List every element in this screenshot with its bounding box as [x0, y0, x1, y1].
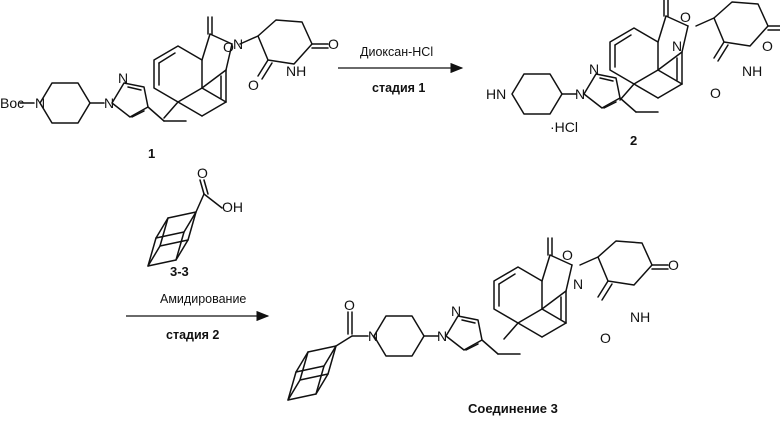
- atom-n-lactam: N: [573, 276, 583, 292]
- atom-nh-imide: NH: [742, 63, 762, 79]
- atom-n-pyrazole-1: N: [575, 86, 585, 102]
- step-1: Диоксан-HCl стадия 1: [338, 45, 462, 95]
- atom-nh-imide: NH: [630, 309, 650, 325]
- step-2-stage: стадия 2: [166, 328, 219, 342]
- atom-n-pyrazole-2: N: [451, 303, 461, 319]
- atom-hn-piperidine: HN: [486, 86, 506, 102]
- atom-nh-imide: NH: [286, 63, 306, 79]
- atom-n-piperidine: N: [368, 328, 378, 344]
- atom-o-amide: O: [344, 297, 355, 313]
- step-2-reagent: Амидирование: [160, 292, 246, 306]
- compound-1: Boc N N N O N O NH O 1: [0, 17, 339, 161]
- atom-o-imide-2: O: [600, 330, 611, 346]
- atom-o-imide-1: O: [668, 257, 679, 273]
- atom-o-imide-1: O: [762, 38, 773, 54]
- atom-n-lactam: N: [672, 38, 682, 54]
- compound-2: HN ·HCl N N O N O NH O 2: [486, 0, 780, 148]
- atom-n-piperidine: N: [35, 95, 45, 111]
- step-2: Амидирование стадия 2: [126, 292, 268, 342]
- compound-3-3-number: 3-3: [170, 264, 189, 279]
- atom-o-lactam: O: [680, 9, 691, 25]
- boc-label: Boc: [0, 95, 24, 111]
- atom-n-pyrazole-2: N: [589, 61, 599, 77]
- reagent-3-3: O OH 3-3: [148, 165, 243, 279]
- hcl-salt-label: ·HCl: [550, 119, 578, 135]
- compound-3-caption: Соединение 3: [468, 401, 558, 416]
- atom-o-carbonyl: O: [197, 165, 208, 181]
- compound-2-number: 2: [630, 133, 637, 148]
- atom-n-pyrazole-2: N: [118, 70, 128, 86]
- atom-n-pyrazole-1: N: [104, 95, 114, 111]
- compound-3: O N N N O N O NH O Соединение 3: [288, 238, 679, 416]
- atom-n-lactam: N: [233, 36, 243, 52]
- atom-o-imide-1: O: [328, 36, 339, 52]
- atom-o-imide-2: O: [248, 77, 259, 93]
- hydroxyl-label: OH: [222, 199, 243, 215]
- step-1-stage: стадия 1: [372, 81, 425, 95]
- compound-1-number: 1: [148, 146, 155, 161]
- step-1-reagent: Диоксан-HCl: [360, 45, 433, 59]
- atom-o-imide-2: O: [710, 85, 721, 101]
- atom-o-lactam: O: [562, 247, 573, 263]
- atom-n-pyrazole-1: N: [437, 328, 447, 344]
